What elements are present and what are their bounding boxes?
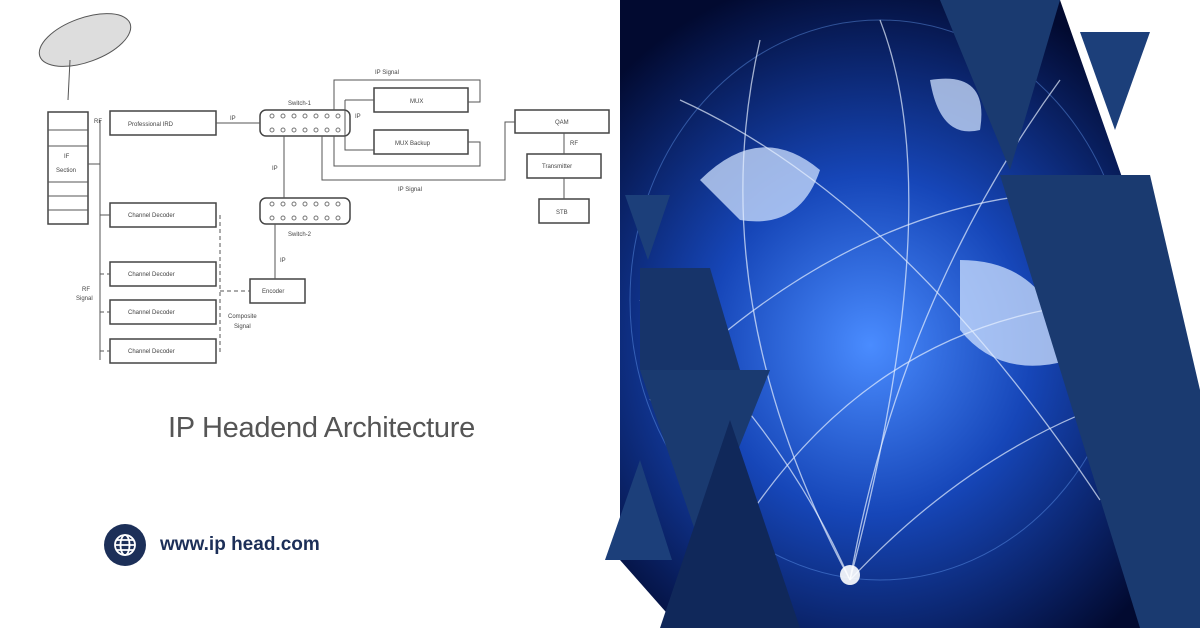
rf-label: RF	[94, 119, 102, 125]
mux-box: MUX	[410, 99, 423, 105]
stb-box: STB	[556, 210, 568, 216]
mux-backup-box: MUX Backup	[395, 141, 431, 147]
page-title: IP Headend Architecture	[168, 412, 475, 444]
website-url[interactable]: www.ip head.com	[160, 534, 320, 555]
ip-signal-label: IP Signal	[375, 70, 399, 76]
if-section-label-2: Section	[56, 168, 76, 174]
satellite-dish-icon	[38, 13, 132, 101]
composite-signal-label-2: Signal	[234, 324, 251, 330]
transmitter-box: Transmitter	[542, 164, 572, 170]
ip-headend-diagram: IF Section RF Professional IRD IP Switch…	[38, 13, 610, 364]
ip-label-4: IP	[280, 258, 286, 264]
composite-signal-label: Composite	[228, 314, 257, 320]
channel-decoder-box-2: Channel Decoder	[128, 272, 175, 278]
professional-ird-box: Professional IRD	[128, 122, 174, 128]
globe-icon	[104, 524, 146, 566]
channel-decoder-box-4: Channel Decoder	[128, 349, 175, 355]
qam-box: QAM	[555, 120, 569, 126]
rf-signal-label: RF	[82, 287, 90, 293]
switch2-label: Switch-2	[288, 232, 312, 238]
ip-signal-label-2: IP Signal	[398, 187, 422, 193]
ip-label-3: IP	[272, 166, 278, 172]
decorative-triangles	[605, 0, 1200, 628]
ip-label: IP	[230, 116, 236, 122]
if-section-label: IF	[64, 154, 70, 160]
rf-signal-label-2: Signal	[76, 296, 93, 302]
channel-decoder-box: Channel Decoder	[128, 213, 175, 219]
switch1-label: Switch-1	[288, 101, 312, 107]
encoder-box: Encoder	[262, 289, 284, 295]
channel-decoder-box-3: Channel Decoder	[128, 310, 175, 316]
rf-label-2: RF	[570, 141, 578, 147]
website-link[interactable]: www.ip head.com	[104, 524, 320, 566]
ip-label-2: IP	[355, 114, 361, 120]
